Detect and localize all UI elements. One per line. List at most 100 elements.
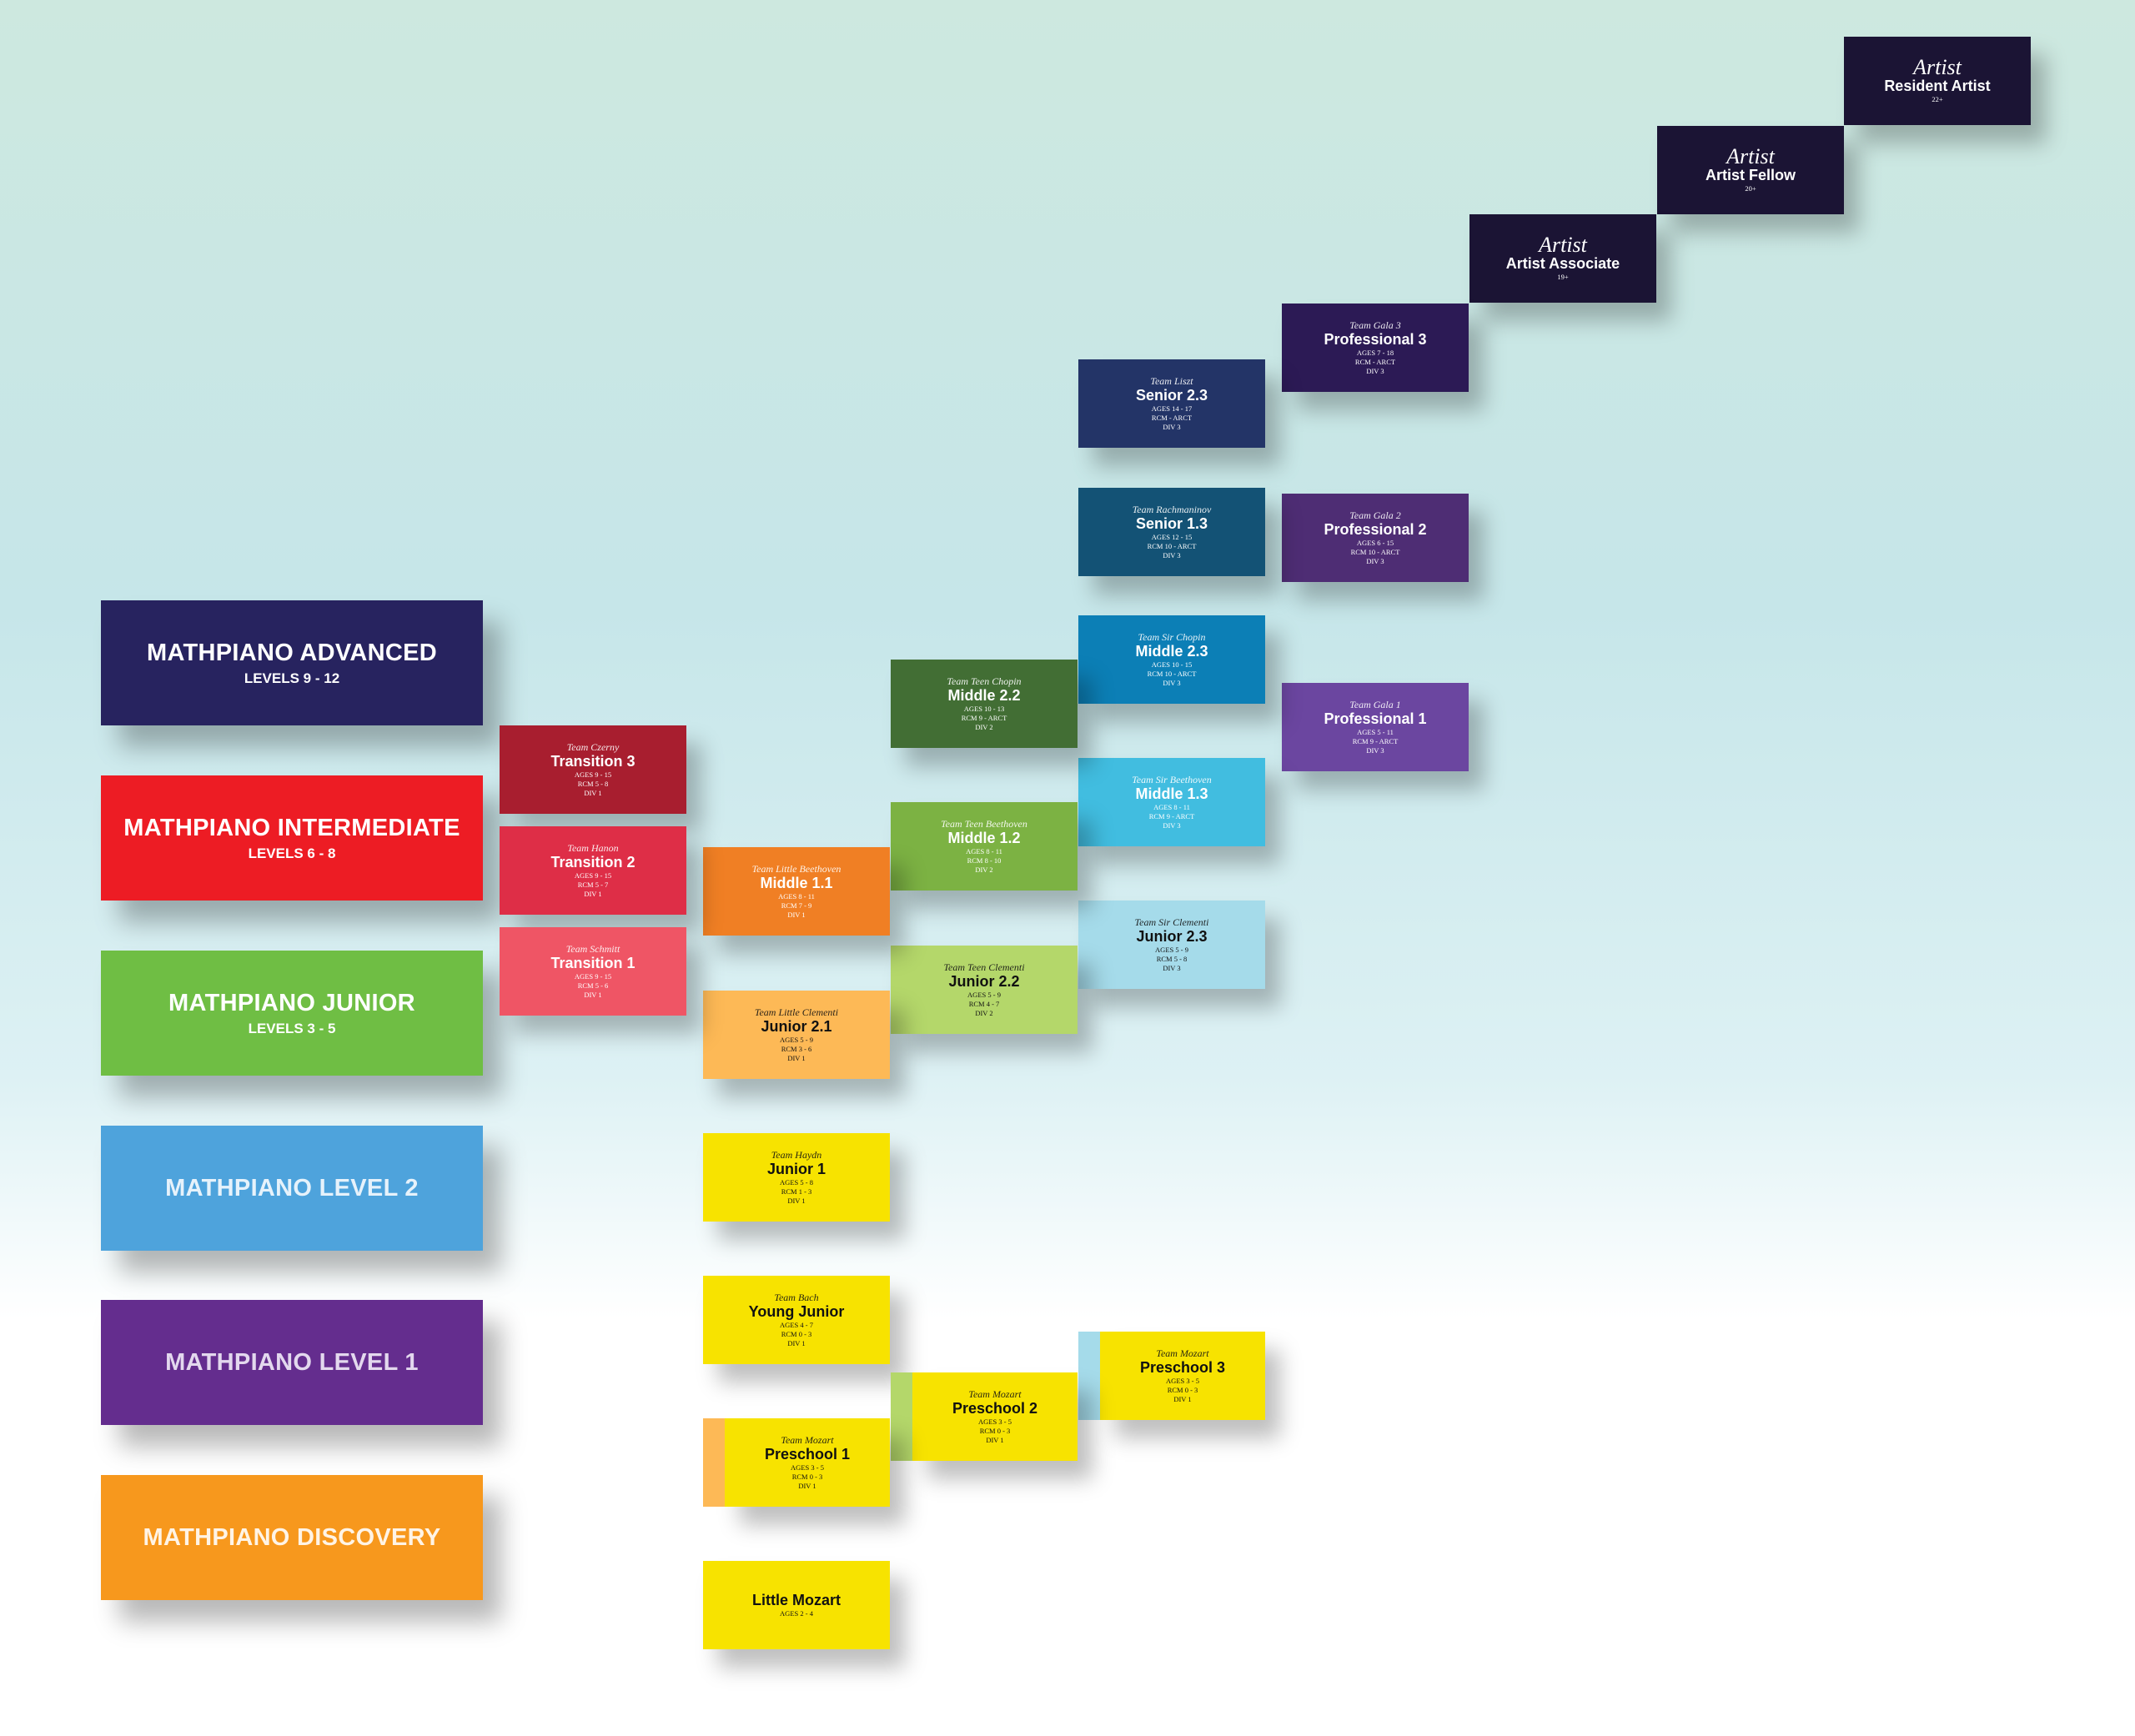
card-team: Team Mozart bbox=[781, 1433, 834, 1446]
card-name: Transition 3 bbox=[550, 752, 635, 770]
card-detail: AGES 4 - 7 bbox=[780, 1320, 813, 1329]
card-name: Senior 2.3 bbox=[1135, 386, 1208, 404]
card-name: Preschool 3 bbox=[1139, 1358, 1226, 1376]
level-title: MATHPIANO ADVANCED bbox=[146, 639, 438, 666]
card-team: Artist bbox=[1913, 55, 1962, 79]
card-detail: DIV 3 bbox=[1366, 556, 1384, 565]
card-detail: AGES 8 - 11 bbox=[778, 891, 815, 901]
card-detail: AGES 3 - 5 bbox=[1166, 1376, 1199, 1385]
card-name: Resident Artist bbox=[1884, 78, 1991, 94]
card-name: Senior 1.3 bbox=[1135, 514, 1208, 532]
card-team: Team Little Beethoven bbox=[751, 862, 841, 875]
card-detail: AGES 14 - 17 bbox=[1151, 404, 1193, 413]
card-detail: AGES 5 - 9 bbox=[1155, 945, 1188, 954]
card-detail: DIV 2 bbox=[975, 1008, 993, 1017]
card-detail: DIV 1 bbox=[584, 788, 602, 797]
card-detail: DIV 1 bbox=[798, 1481, 816, 1490]
card-detail: AGES 5 - 9 bbox=[780, 1035, 813, 1044]
card-team: Team Teen Chopin bbox=[947, 675, 1022, 687]
level-subtitle: LEVELS 9 - 12 bbox=[244, 670, 340, 686]
card-name: Middle 1.2 bbox=[947, 829, 1021, 846]
card-detail: DIV 3 bbox=[1163, 550, 1181, 559]
card-name: Young Junior bbox=[748, 1302, 845, 1320]
level-1[interactable]: MATHPIANO LEVEL 1 bbox=[101, 1300, 483, 1425]
card-detail: RCM 5 - 8 bbox=[1156, 954, 1188, 963]
card-name: Junior 1 bbox=[766, 1160, 826, 1177]
level-intermediate[interactable]: MATHPIANO INTERMEDIATE LEVELS 6 - 8 bbox=[101, 775, 483, 901]
card-detail: DIV 3 bbox=[1163, 678, 1181, 687]
card-detail: DIV 1 bbox=[1173, 1394, 1192, 1403]
card-detail: RCM 5 - 7 bbox=[577, 880, 609, 889]
card-detail: RCM 10 - ARCT bbox=[1147, 669, 1197, 678]
card-detail: RCM 7 - 9 bbox=[781, 901, 812, 910]
card-team: Team Teen Beethoven bbox=[941, 817, 1027, 830]
card-name: Professional 2 bbox=[1324, 520, 1427, 538]
card-detail: AGES 3 - 5 bbox=[978, 1417, 1012, 1426]
card-detail: DIV 3 bbox=[1163, 963, 1181, 972]
card-detail: DIV 2 bbox=[975, 865, 993, 874]
level-junior[interactable]: MATHPIANO JUNIOR LEVELS 3 - 5 bbox=[101, 951, 483, 1076]
card-name: Preschool 1 bbox=[764, 1445, 851, 1463]
card-detail: 19+ bbox=[1557, 273, 1569, 281]
card-team: Artist bbox=[1539, 233, 1587, 257]
card-team: Team Hanon bbox=[567, 841, 619, 854]
card-detail: DIV 3 bbox=[1163, 820, 1181, 830]
card-detail: AGES 7 - 18 bbox=[1356, 348, 1394, 357]
card-name: Professional 1 bbox=[1324, 710, 1427, 727]
card-name: Little Mozart bbox=[752, 1592, 841, 1608]
card-detail: RCM 5 - 8 bbox=[577, 779, 609, 788]
card-detail: AGES 3 - 5 bbox=[791, 1463, 824, 1472]
card-team: Artist bbox=[1726, 144, 1775, 168]
card-detail: AGES 6 - 15 bbox=[1356, 538, 1394, 547]
level-2[interactable]: MATHPIANO LEVEL 2 bbox=[101, 1126, 483, 1251]
card-name: Artist Associate bbox=[1505, 255, 1620, 272]
card-detail: AGES 5 - 9 bbox=[967, 990, 1001, 999]
card-detail: AGES 9 - 15 bbox=[574, 971, 612, 981]
card-name: Transition 1 bbox=[550, 954, 635, 971]
card-detail: RCM 0 - 3 bbox=[979, 1426, 1011, 1435]
card-detail: RCM 0 - 3 bbox=[791, 1472, 823, 1481]
card-detail: RCM 0 - 3 bbox=[781, 1329, 812, 1338]
level-advanced[interactable]: MATHPIANO ADVANCED LEVELS 9 - 12 bbox=[101, 600, 483, 725]
card-team: Team Mozart bbox=[968, 1387, 1022, 1400]
card-detail: DIV 1 bbox=[584, 990, 602, 999]
card-detail: DIV 1 bbox=[787, 1338, 806, 1347]
card-team: Team Little Clementi bbox=[754, 1006, 839, 1018]
card-name: Professional 3 bbox=[1324, 330, 1427, 348]
card-detail: RCM 10 - ARCT bbox=[1350, 547, 1400, 556]
card-accent-stripe bbox=[891, 1372, 912, 1461]
card-detail: RCM - ARCT bbox=[1354, 357, 1396, 366]
level-discovery[interactable]: MATHPIANO DISCOVERY bbox=[101, 1475, 483, 1600]
card-detail: AGES 2 - 4 bbox=[780, 1609, 813, 1618]
card-detail: DIV 3 bbox=[1163, 422, 1181, 431]
card-team: Team Mozart bbox=[1156, 1347, 1209, 1359]
card-detail: RCM 1 - 3 bbox=[781, 1187, 812, 1196]
card-team: Team Sir Beethoven bbox=[1132, 773, 1212, 785]
card-detail: DIV 1 bbox=[986, 1435, 1004, 1444]
